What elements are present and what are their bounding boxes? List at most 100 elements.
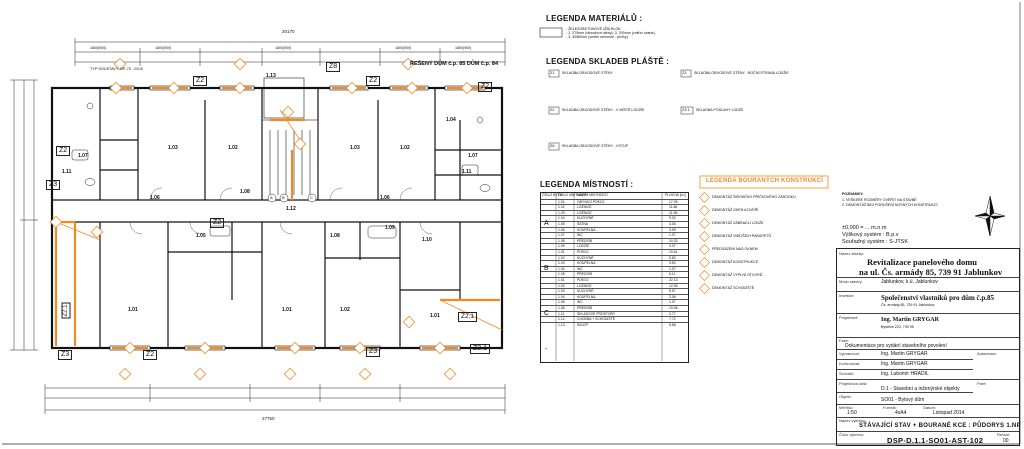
room-code: 1.13 (266, 73, 276, 79)
table-cell: 1.07 (558, 233, 565, 238)
label: Kontroloval: (839, 361, 861, 366)
room-code: 1.02 (340, 307, 350, 313)
designer: Ing. Martin GRYGAR (881, 317, 939, 323)
table-row: 1.04 WC 1.07 (541, 265, 688, 273)
table-cell: 11.86 (669, 205, 678, 210)
demolition-item: DEMONTÁŽ ZÁBRADLÍ LODŽIÍ (712, 221, 764, 225)
skladba-tag: Z6 (550, 144, 555, 148)
table-cell: POKOJ (577, 278, 589, 282)
stair-label: C (310, 195, 313, 200)
table-cell: 1.05 (558, 300, 565, 305)
title-block: Název stavby: Revitalizace panelového do… (836, 248, 1021, 446)
table-cell: 3.50 (669, 261, 676, 266)
label: Číslo výkresu: (839, 432, 865, 437)
table-cell: POKOJ (577, 250, 589, 254)
table-cell: PŘEDSÍŇ (577, 238, 593, 243)
room-code: 1.07 (78, 153, 88, 159)
demolition-item: DEMONTÁŽ ŠIROKÉHO PŘÍČKOVÉHO ZÁRODKU (712, 195, 796, 199)
room-code: 1.11 (62, 169, 72, 175)
drawn-by: Ing. Martin GRYGAR (881, 351, 928, 357)
room-code: 1.04 (446, 117, 456, 123)
table-cell: WC (577, 300, 583, 305)
skladba-name: SKLADBA OBVODOVÉ STĚNY - V MÍSTĚ LODŽIE (562, 108, 645, 112)
zone-tag: Z3 (46, 180, 61, 190)
table-cell: 7.72 (669, 317, 676, 322)
zone-tag: Z2 (143, 350, 158, 360)
demolition-item: DEMONTÁŽ VÝPLNÍ OTVORŮ (712, 273, 763, 277)
table-cell: WC (577, 266, 583, 271)
drawing-title: STÁVAJÍCÍ STAV + BOURANÉ KCE : PŮDORYS 1… (859, 423, 1021, 429)
zone-tag: Z2.1 (61, 302, 71, 319)
room-code: 1.02 (400, 145, 410, 151)
notes-title: POZNÁMKY: (842, 192, 864, 196)
room-code: 1.02 (228, 145, 238, 151)
table-cell: 3.06 (669, 294, 676, 299)
table-cell: 1.07 (669, 266, 676, 271)
label: Název stavby: (839, 251, 865, 256)
investor: Společenství vlastníků pro dům č.p.85 (881, 294, 995, 302)
table-cell: 1.12 (558, 317, 565, 322)
room-code: 1.08 (240, 189, 250, 195)
approved-by: Ing. Lubomír HRADIL (881, 371, 929, 377)
label: Vypracoval: (839, 351, 860, 356)
zone-tag: Z3 (58, 350, 73, 360)
legend-material-line: - 3, 40/80mm (vnitřní nenosné - příčky) (566, 35, 628, 39)
room-code: 1.01 (128, 307, 138, 313)
zone-tag: Z2 (193, 76, 208, 86)
table-cell: 6.11 (669, 272, 676, 277)
table-cell: WC (577, 233, 583, 238)
phase: Dokumentace pro vydání stavebního povole… (845, 343, 947, 349)
zone-tag: Z3 (366, 347, 381, 357)
souradny-system: Souřadný systém : S-JTSK (842, 239, 909, 245)
table-cell: 3.99 (669, 227, 676, 232)
table-cell: 1.04 (558, 266, 565, 271)
room-code: 1.03 (350, 145, 360, 151)
room-code: 1.01 (282, 307, 292, 313)
zone-tag: Z2 (210, 218, 225, 228)
room-legend-table: ČÍSLO BYTU ČÍSLO MÍSTNOSTI NÁZEV MÍSTNOS… (540, 192, 689, 363)
label: Paré: (977, 381, 987, 386)
site: Jablunkov, k.ú. Jablunkov (881, 279, 938, 285)
table-cell: 10.33 (669, 238, 678, 243)
table-cell: 1.02 (558, 205, 565, 210)
table-cell: 1.01 (558, 278, 565, 282)
label: Investor: (839, 293, 855, 298)
table-cell: 1.06 (558, 306, 565, 310)
table-cell: ŠATNA (577, 222, 589, 226)
table-cell: 17.09 (669, 199, 678, 204)
table-cell: 9.57 (669, 289, 676, 294)
table-cell: 3.07 (669, 244, 676, 249)
table-cell: KOUPELNA (577, 294, 596, 299)
table-cell: KUCHYNĚ (577, 255, 594, 260)
room-code: 1.03 (168, 145, 178, 151)
table-cell: LOŽNICE (577, 210, 592, 215)
demolition-item: DEMONTÁŽ VNĚJŠÍCH PARAPETŮ (712, 234, 772, 238)
demolition-item: DEMONTÁŽ SCHODIŠTĚ (712, 286, 755, 290)
skladba-tag: Z3.1 (682, 108, 690, 112)
label: Revize: (997, 432, 1011, 437)
apt-group: A (544, 220, 549, 227)
project-part: D.1 - Stavební a inženýrské objekty (881, 386, 960, 392)
col-header: ČÍSLO BYTU (542, 193, 563, 197)
table-cell: SKLADOVÉ PROSTORY (577, 311, 616, 316)
vyskovy-system: Výškový systém : B.p.v (842, 232, 899, 238)
zone-tag: Z2 (366, 76, 381, 86)
drawing-number: DSP-D.1.1-SO01-AST-102 (887, 436, 984, 445)
north-arrow-icon (974, 195, 1006, 237)
table-cell: KOUPELNA (577, 227, 596, 232)
label: Schválil: (839, 371, 854, 376)
table-cell: 1.03 (558, 289, 565, 294)
revision: 00 (1003, 438, 1009, 444)
elevation-note: ±0,000 = ... m.n.m (842, 225, 887, 231)
legend-material-line: - 2, 270mm (obvodové stěny), 3, 200mm (v… (566, 31, 656, 35)
label: Objekt: (839, 394, 852, 399)
table-cell: 9.32 (669, 216, 676, 221)
label: Název výkresu: (839, 418, 867, 423)
table-cell: 5.82 (669, 255, 676, 260)
table-cell: CHODBA + SCHODIŠTĚ (577, 317, 615, 322)
